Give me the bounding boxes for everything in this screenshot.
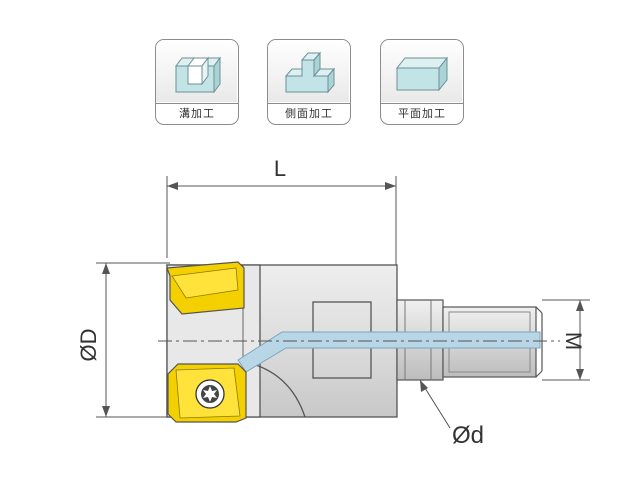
length-label: L bbox=[274, 156, 286, 181]
lower-insert bbox=[167, 363, 247, 423]
machining-type-cards: 溝加工 側面加工 平面加工 bbox=[0, 0, 640, 140]
side-machining-label: 側面加工 bbox=[268, 103, 350, 124]
groove-machining-icon bbox=[156, 40, 237, 102]
side-machining-card: 側面加工 bbox=[267, 39, 351, 125]
diameter-dimension: ØD bbox=[76, 262, 170, 418]
shank-diameter-leader: Ød bbox=[419, 379, 484, 449]
thread-label: M bbox=[561, 332, 586, 350]
length-dimension: L bbox=[166, 156, 397, 268]
end-mill-drawing: L ØD bbox=[76, 156, 590, 449]
side-machining-icon bbox=[268, 40, 349, 102]
upper-insert bbox=[166, 261, 245, 315]
groove-machining-card: 溝加工 bbox=[155, 39, 239, 125]
shank-diameter-label: Ød bbox=[452, 422, 484, 449]
face-machining-label: 平面加工 bbox=[381, 103, 463, 124]
face-machining-card: 平面加工 bbox=[380, 39, 464, 125]
face-machining-icon bbox=[381, 40, 462, 102]
groove-machining-label: 溝加工 bbox=[156, 103, 238, 124]
thread-dimension: M bbox=[542, 299, 590, 381]
diameter-label: ØD bbox=[76, 329, 101, 362]
